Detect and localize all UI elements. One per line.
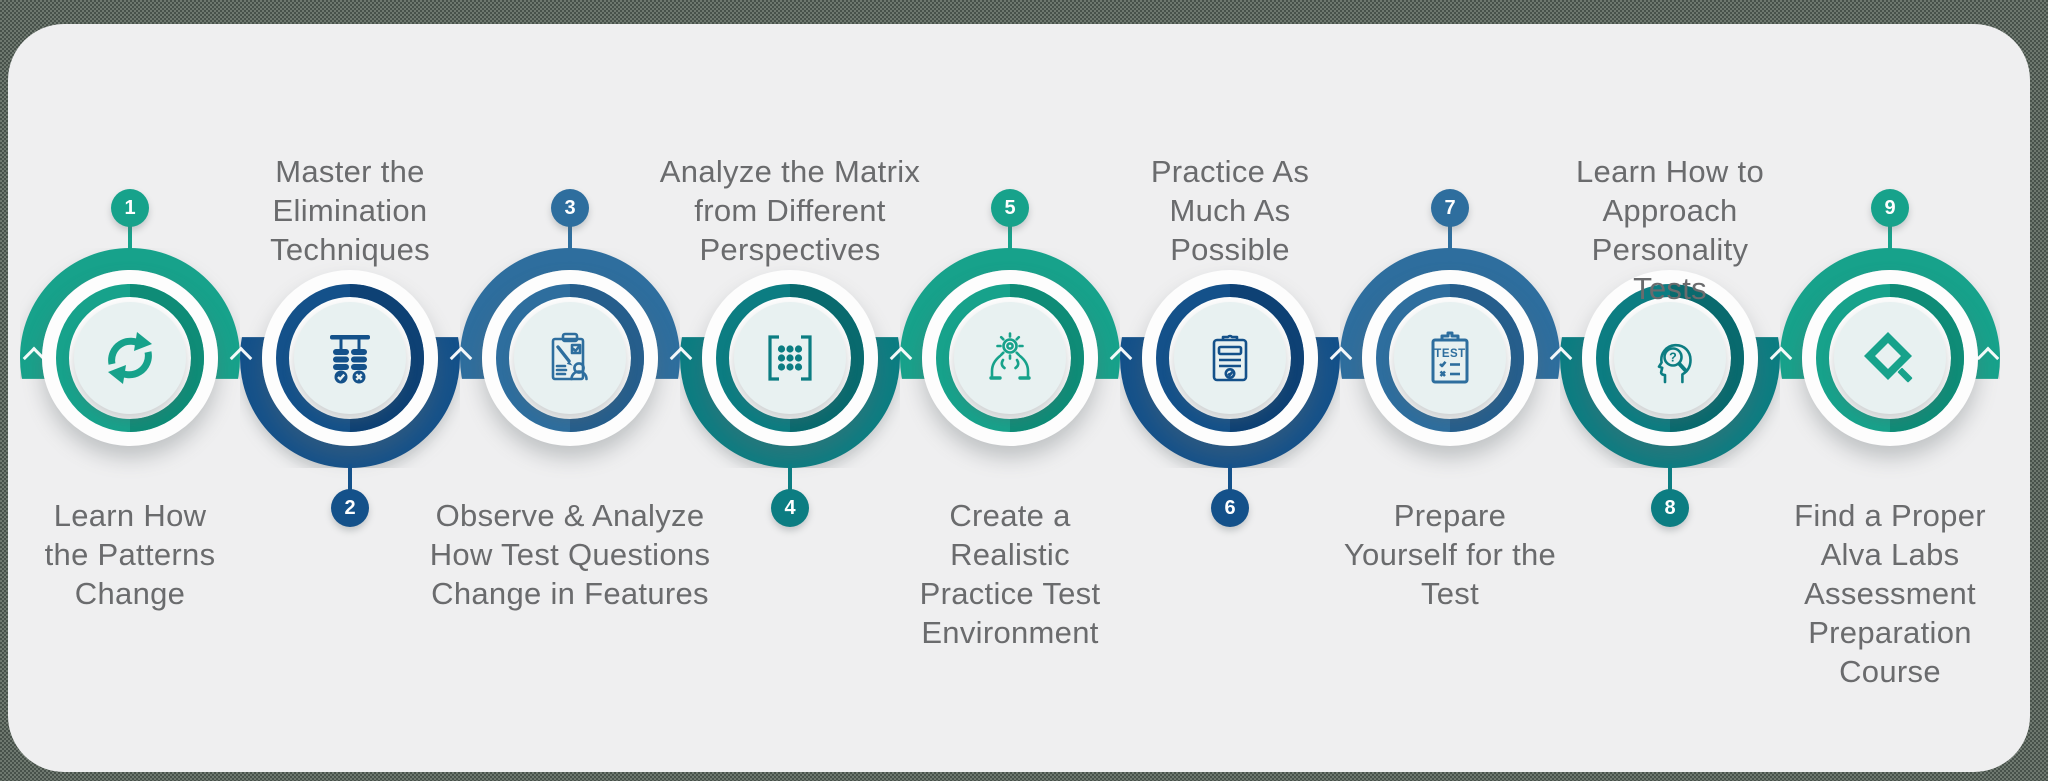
badge-stem [1008, 225, 1012, 252]
step-title: Prepare Yourself for the Test [1343, 498, 1557, 612]
icon-disc [954, 302, 1066, 414]
step-title: Find a Proper Alva Labs Assessment Prepa… [1794, 498, 1986, 690]
step-title: Analyze the Matrix from Different Perspe… [659, 154, 921, 268]
step-number: 5 [1004, 196, 1016, 219]
step-number: 7 [1444, 196, 1456, 219]
step-number: 9 [1884, 196, 1896, 219]
step: 6 Practice As Much As Possible [1080, 0, 1380, 781]
step-number: 3 [564, 196, 576, 219]
step-number: 1 [124, 196, 136, 219]
step: 1 Learn How the Patterns Change [0, 0, 280, 781]
step-title: Learn How to Approach Personality Tests [1576, 154, 1764, 307]
badge-stem [788, 464, 792, 492]
step-number-badge: 2 [331, 489, 369, 527]
assessment-icon [538, 326, 602, 390]
step-title: Master the Elimination Techniques [270, 154, 430, 268]
step-title: Create a Realistic Practice Test Environ… [919, 498, 1101, 651]
alva-logo-icon [1858, 326, 1922, 390]
icon-disc: ? [1614, 302, 1726, 414]
gear-hands-icon [978, 326, 1042, 390]
step-title: Learn How the Patterns Change [44, 498, 216, 612]
step: 3 Observe & Analyze How Test Questions C… [420, 0, 720, 781]
step: ? 8 Learn How to Approach Personality Te… [1520, 0, 1820, 781]
step-number: 4 [784, 496, 796, 519]
step-number-badge: 1 [111, 189, 149, 227]
icon-disc [734, 302, 846, 414]
badge-stem [1668, 464, 1672, 492]
icon-disc [1174, 302, 1286, 414]
step-number: 8 [1664, 496, 1676, 519]
svg-text:?: ? [1669, 351, 1677, 365]
icon-disc [1834, 302, 1946, 414]
step-number: 2 [344, 496, 356, 519]
step-number-badge: 4 [771, 489, 809, 527]
icon-disc: TEST [1394, 302, 1506, 414]
step: 5 Create a Realistic Practice Test Envir… [860, 0, 1160, 781]
sync-icon [98, 326, 162, 390]
step-number-badge: 6 [1211, 489, 1249, 527]
matrix-icon [758, 326, 822, 390]
step-number-badge: 7 [1431, 189, 1469, 227]
checklist-icon [1198, 326, 1262, 390]
step: 9 Find a Proper Alva Labs Assessment Pre… [1740, 0, 2040, 781]
badge-stem [1448, 225, 1452, 252]
step: 4 Analyze the Matrix from Different Pers… [640, 0, 940, 781]
step-title: Observe & Analyze How Test Questions Cha… [429, 498, 711, 612]
step: 2 Master the Elimination Techniques [200, 0, 500, 781]
badge-stem [1888, 225, 1892, 252]
step-number: 6 [1224, 496, 1236, 519]
step-number-badge: 9 [1871, 189, 1909, 227]
elimination-icon [318, 326, 382, 390]
step-number-badge: 5 [991, 189, 1029, 227]
icon-disc [74, 302, 186, 414]
icon-disc [294, 302, 406, 414]
badge-stem [1228, 464, 1232, 492]
step-title: Practice As Much As Possible [1150, 154, 1310, 268]
step: TEST 7 Prepare Yourself for the Test [1300, 0, 1600, 781]
test-icon: TEST [1418, 326, 1482, 390]
step-number-badge: 8 [1651, 489, 1689, 527]
personality-icon: ? [1638, 326, 1702, 390]
badge-stem [348, 464, 352, 492]
step-number-badge: 3 [551, 189, 589, 227]
badge-stem [128, 225, 132, 252]
svg-text:TEST: TEST [1434, 348, 1465, 360]
icon-disc [514, 302, 626, 414]
badge-stem [568, 225, 572, 252]
